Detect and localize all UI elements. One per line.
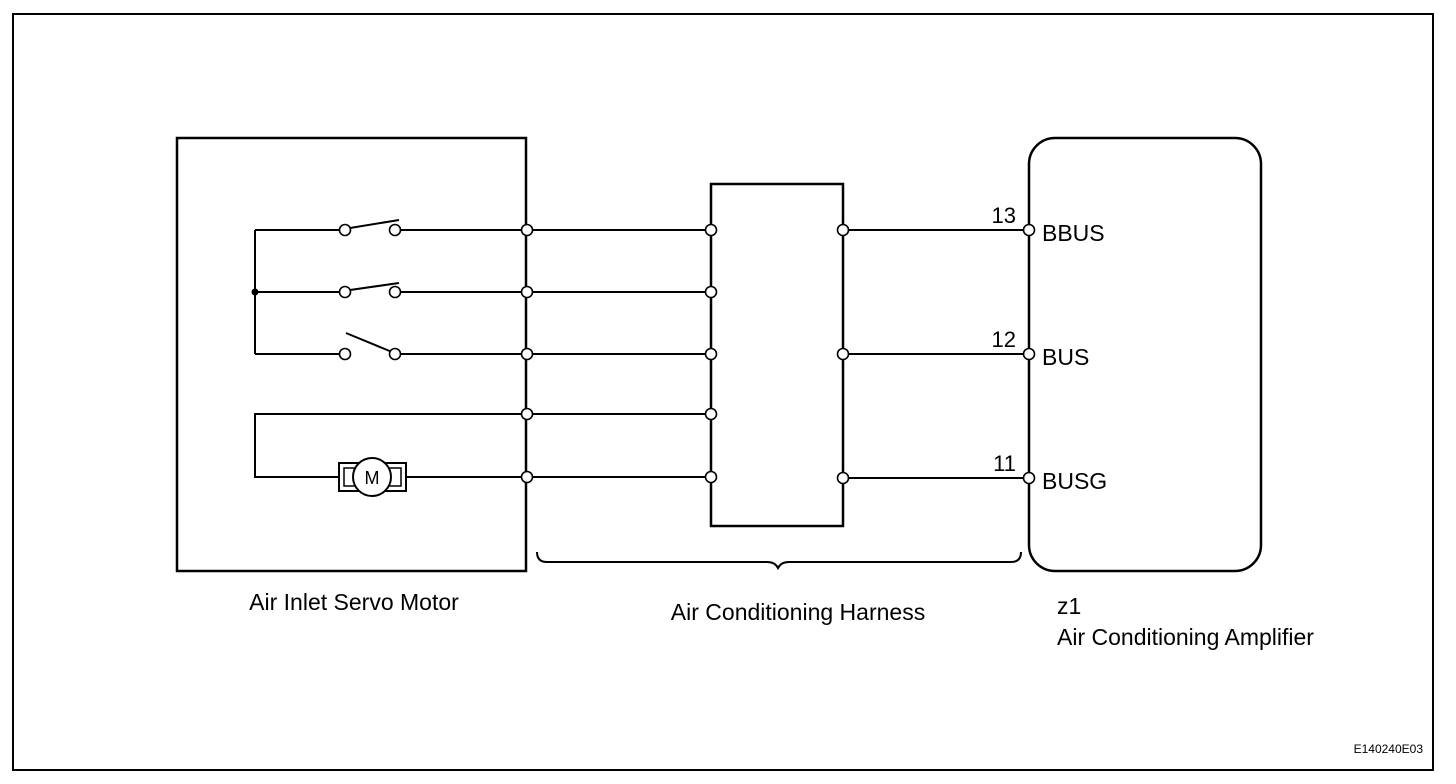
pin-name: BBUS <box>1042 220 1105 246</box>
switch2-blade <box>349 282 400 291</box>
servo-connector <box>520 223 534 484</box>
switch1-contact-left <box>338 223 352 237</box>
pin-name: BUSG <box>1042 468 1107 494</box>
harness-right-terminals <box>836 223 850 485</box>
amplifier-terminals <box>1022 223 1036 485</box>
harness-input-wires <box>533 229 705 478</box>
connector-code: z1 <box>1057 593 1081 619</box>
amplifier-terminal <box>1022 223 1036 237</box>
servo-terminal <box>520 470 534 484</box>
harness-terminal <box>704 470 718 484</box>
servo-terminal <box>520 223 534 237</box>
switch2-contact-right <box>388 285 402 299</box>
harness-box <box>709 182 845 528</box>
motor-symbol: M <box>365 468 380 488</box>
servo-motor-label: Air Inlet Servo Motor <box>249 589 459 615</box>
servo-terminal <box>520 285 534 299</box>
motor-loop-wire <box>254 413 521 478</box>
amplifier-terminal <box>1022 347 1036 361</box>
harness-terminal <box>704 407 718 421</box>
switch1-blade <box>349 219 400 229</box>
harness-terminal <box>704 223 718 237</box>
figure-code: E140240E03 <box>1354 742 1424 756</box>
switch3-blade <box>345 332 393 353</box>
harness-brace <box>536 551 1022 571</box>
switch2-contact-left <box>338 285 352 299</box>
pin-number: 11 <box>993 451 1016 476</box>
switch3-contact-left <box>338 347 352 361</box>
diagram-frame <box>12 13 1434 771</box>
servo-terminal <box>520 347 534 361</box>
amplifier-terminal <box>1022 471 1036 485</box>
pin-name: BUS <box>1042 344 1089 370</box>
harness-left-terminals <box>704 223 718 484</box>
switch3-contact-right <box>388 347 402 361</box>
harness-terminal <box>836 347 850 361</box>
harness-terminal <box>704 347 718 361</box>
harness-terminal <box>836 223 850 237</box>
servo-terminal <box>520 407 534 421</box>
harness-terminal <box>704 285 718 299</box>
motor-icon: M <box>338 457 407 497</box>
pin-number: 12 <box>992 327 1016 352</box>
amplifier-label: Air Conditioning Amplifier <box>1057 624 1314 650</box>
harness-terminal <box>836 471 850 485</box>
amplifier-input-wires <box>849 229 1023 479</box>
pin-number: 13 <box>992 203 1016 228</box>
harness-label: Air Conditioning Harness <box>671 599 925 625</box>
switch1-contact-right <box>388 223 402 237</box>
